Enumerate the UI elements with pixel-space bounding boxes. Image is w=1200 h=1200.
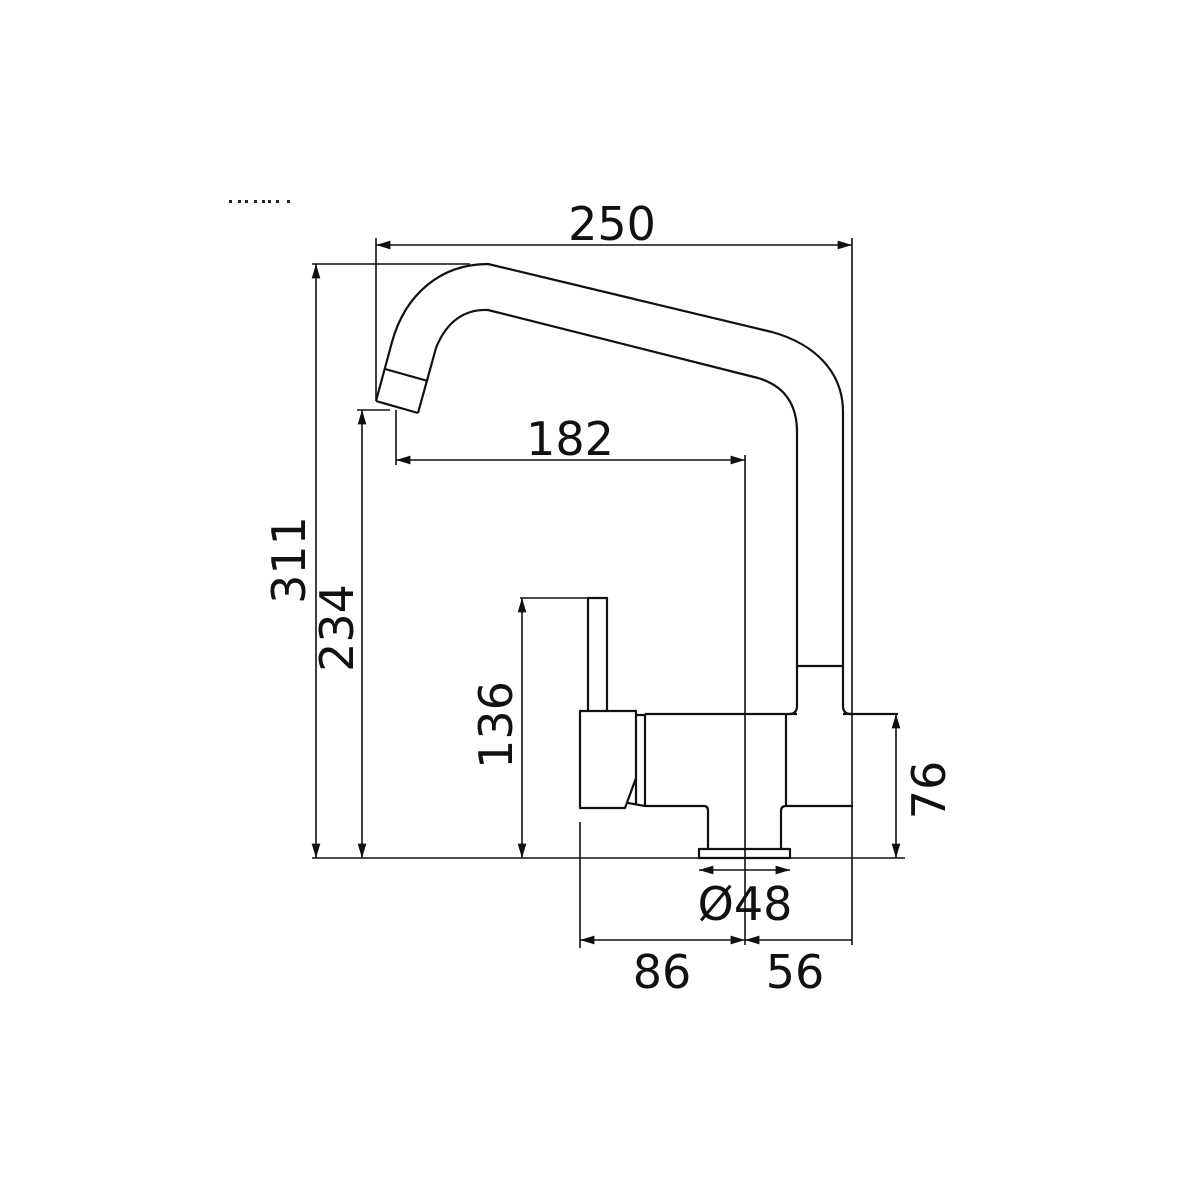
dim-overall-height: 311 [262, 516, 316, 604]
aerator-band [384, 367, 429, 383]
dim-base-diameter: Ø48 [698, 877, 793, 931]
dim-spout-reach: 182 [526, 412, 614, 466]
handle-block [578, 709, 646, 810]
header-marks [229, 200, 290, 203]
dim-overall-width: 250 [568, 197, 656, 251]
spout-inner [416, 308, 799, 716]
dim-body-height: 76 [902, 761, 956, 820]
dimension-lines [311, 238, 905, 948]
lever [586, 596, 609, 711]
body [643, 714, 853, 849]
spout-tip [375, 399, 419, 415]
dim-lever-height: 136 [469, 681, 523, 769]
dim-right-offset: 56 [766, 945, 825, 999]
faucet-outline [374, 262, 898, 860]
dim-left-offset: 86 [633, 945, 692, 999]
spout-outer [374, 262, 852, 716]
dim-spout-outlet-height: 234 [310, 584, 364, 672]
